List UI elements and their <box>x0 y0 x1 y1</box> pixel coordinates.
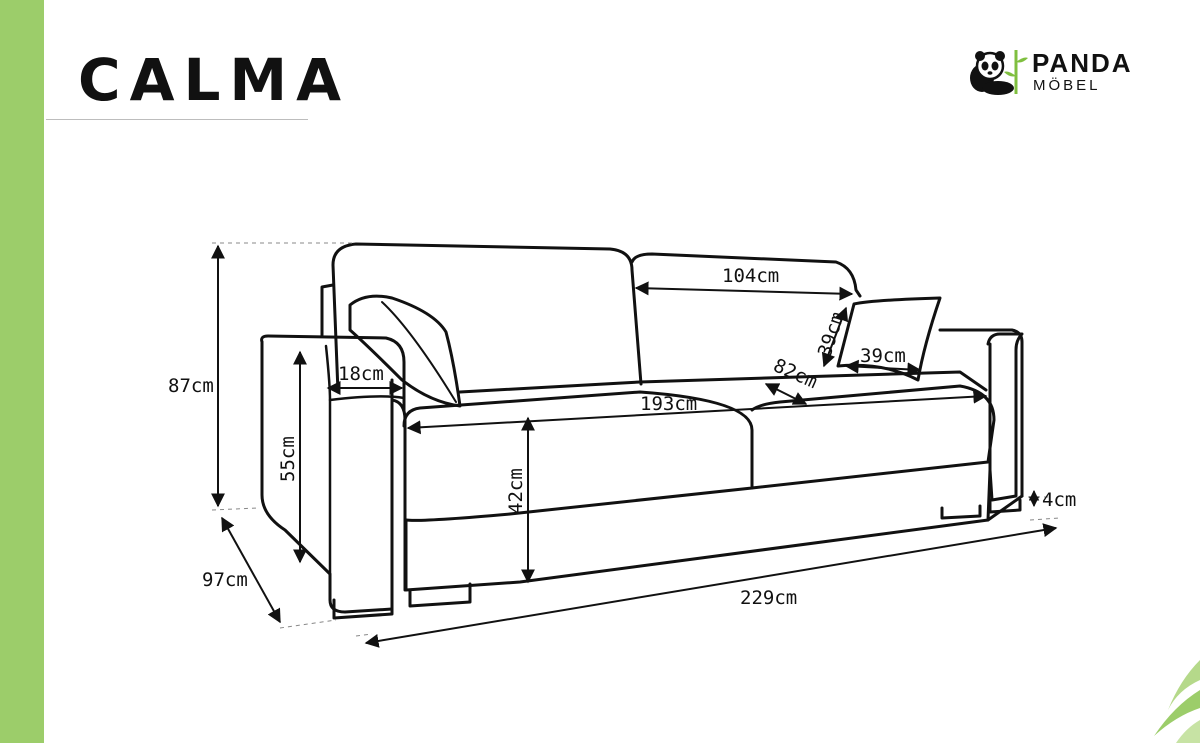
label-pillow-width: 39cm <box>860 345 906 367</box>
panda-icon <box>970 50 1028 95</box>
brand-subtitle: MÖBEL <box>1033 77 1101 94</box>
label-seat-depth: 82cm <box>770 354 821 393</box>
bamboo-leaf-icon <box>1154 660 1200 743</box>
label-leg-height: 4cm <box>1042 489 1076 511</box>
title-divider <box>46 119 308 120</box>
sofa-base-front <box>404 468 992 592</box>
arrow-width-total <box>364 523 1058 648</box>
leg-front-left <box>332 594 394 620</box>
sofa-outline <box>260 242 1024 620</box>
arrow-pillow-width <box>844 359 922 377</box>
arrow-depth-total <box>221 516 281 624</box>
back-frame-left <box>320 283 335 337</box>
back-frame-right <box>938 328 1024 498</box>
leg-back-far <box>988 498 1022 514</box>
leg-back-right <box>940 504 982 520</box>
pillow-left <box>348 294 462 408</box>
label-depth-total: 97cm <box>202 569 248 591</box>
green-side-bar <box>0 0 44 743</box>
dimension-arrows <box>211 244 1058 648</box>
back-cushion-right <box>630 252 862 298</box>
arrow-backrest-width <box>634 281 854 301</box>
label-pillow-height: 39cm <box>814 309 849 359</box>
arrow-pillow-height <box>821 306 849 368</box>
arrow-seat-depth <box>764 383 808 405</box>
label-armrest-width: 18cm <box>338 363 384 385</box>
label-seat-height: 42cm <box>505 468 527 514</box>
brand-logo: PANDA MÖBEL <box>968 46 1148 98</box>
label-width-total: 229cm <box>740 587 797 609</box>
arrow-seat-width <box>406 389 988 435</box>
label-height-total: 87cm <box>168 375 214 397</box>
armrest-left <box>260 334 406 412</box>
armrest-right <box>986 332 1024 502</box>
label-seat-width: 193cm <box>640 393 697 415</box>
brand-name: PANDA <box>1032 48 1133 78</box>
label-backrest-width: 104cm <box>722 265 779 287</box>
label-armrest-height: 55cm <box>277 436 299 482</box>
product-title: CALMA <box>78 46 351 114</box>
dimension-labels: 87cm 97cm 229cm 18cm 55cm 42cm 193cm 82c… <box>168 265 1076 609</box>
